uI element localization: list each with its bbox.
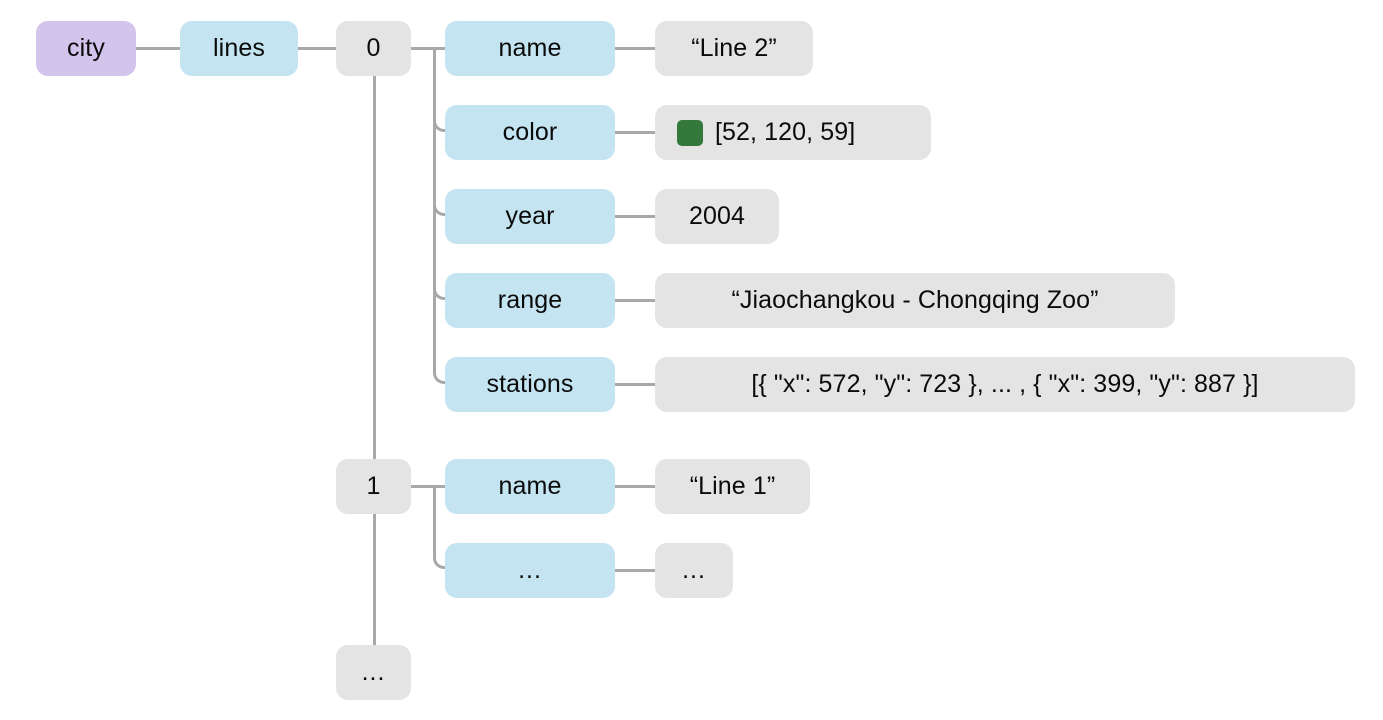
edge-range-to-value xyxy=(615,299,655,302)
node-label-value-ellipsis-1: ... xyxy=(682,556,706,584)
edge-year-to-value xyxy=(615,215,655,218)
edge-stations-to-value xyxy=(615,383,655,386)
node-label-value-stations: [{ "x": 572, "y": 723 }, ... , { "x": 39… xyxy=(751,370,1259,398)
node-key-name[interactable]: name xyxy=(445,21,615,76)
edge-index1-to-name xyxy=(411,485,445,488)
color-swatch-icon xyxy=(677,119,703,146)
node-index-ellipsis[interactable]: ... xyxy=(336,645,411,700)
edge-city-to-lines xyxy=(136,47,180,50)
node-label-index-ellipsis: ... xyxy=(361,658,386,686)
node-index-0[interactable]: 0 xyxy=(336,21,411,76)
edge-index0-to-name xyxy=(411,47,445,50)
node-value-range[interactable]: “Jiaochangkou - Chongqing Zoo” xyxy=(655,273,1175,328)
node-label-key-ellipsis-1: ... xyxy=(518,556,542,584)
node-label-key-color: color xyxy=(502,118,558,146)
node-value-stations[interactable]: [{ "x": 572, "y": 723 }, ... , { "x": 39… xyxy=(655,357,1355,412)
node-value-name-1[interactable]: “Line 1” xyxy=(655,459,810,514)
node-key-stations[interactable]: stations xyxy=(445,357,615,412)
node-label-city: city xyxy=(67,34,105,62)
node-label-value-range: “Jiaochangkou - Chongqing Zoo” xyxy=(731,286,1099,314)
edge-name-to-value xyxy=(615,47,655,50)
node-index-1[interactable]: 1 xyxy=(336,459,411,514)
node-label-index-1: 1 xyxy=(366,472,381,500)
node-label-index-0: 0 xyxy=(366,34,381,62)
edge-index-spine-lower xyxy=(373,512,376,648)
node-key-range[interactable]: range xyxy=(445,273,615,328)
node-label-value-color: [52, 120, 59] xyxy=(715,118,856,146)
node-label-key-range: range xyxy=(497,286,563,314)
node-label-value-name-1: “Line 1” xyxy=(689,472,776,500)
edge-lines-to-index0 xyxy=(298,47,338,50)
node-label-value-name: “Line 2” xyxy=(691,34,777,62)
node-label-lines: lines xyxy=(213,34,265,62)
edge-color-to-value xyxy=(615,131,655,134)
node-key-name-1[interactable]: name xyxy=(445,459,615,514)
node-value-ellipsis-1[interactable]: ... xyxy=(655,543,733,598)
node-key-ellipsis-1[interactable]: ... xyxy=(445,543,615,598)
node-label-key-name: name xyxy=(498,34,562,62)
node-label-key-year: year xyxy=(505,202,555,230)
node-value-name[interactable]: “Line 2” xyxy=(655,21,813,76)
node-key-color[interactable]: color xyxy=(445,105,615,160)
edge-index1-ellipsis-to-value xyxy=(615,569,655,572)
edge-index1-child-spine xyxy=(433,485,436,547)
node-key-lines[interactable]: lines xyxy=(180,21,298,76)
node-label-value-year: 2004 xyxy=(688,202,745,230)
edge-index1-name-to-value xyxy=(615,485,655,488)
edge-index-spine xyxy=(373,74,376,460)
node-value-color[interactable]: [52, 120, 59] xyxy=(655,105,931,160)
node-label-key-stations: stations xyxy=(486,370,574,398)
node-root-city[interactable]: city xyxy=(36,21,136,76)
node-value-year[interactable]: 2004 xyxy=(655,189,779,244)
node-key-year[interactable]: year xyxy=(445,189,615,244)
node-label-key-name-1: name xyxy=(498,472,562,500)
